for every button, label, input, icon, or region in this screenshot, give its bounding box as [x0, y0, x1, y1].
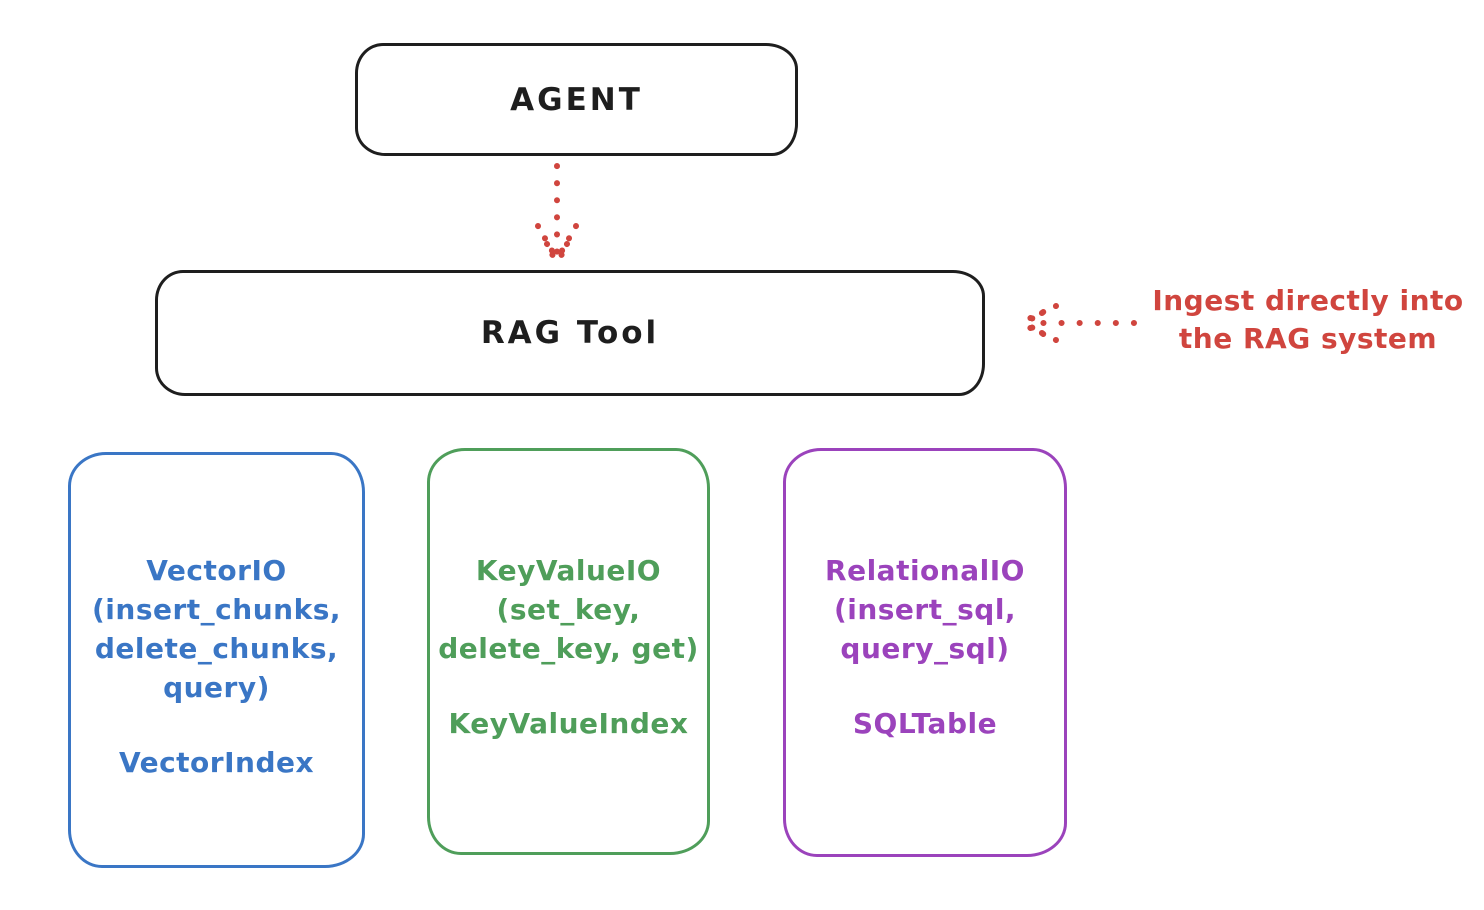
keyvalue-io-line-1: KeyValueIO [475, 554, 662, 587]
annotation-line-2: the RAG system [1178, 322, 1438, 355]
relational-io-line-2: (insert_sql, [833, 593, 1017, 626]
relational-io-node: RelationalIO (insert_sql, query_sql) SQL… [783, 448, 1067, 857]
vector-io-line-2: (insert_chunks, [92, 593, 341, 626]
relational-io-text: RelationalIO (insert_sql, query_sql) SQL… [786, 551, 1064, 743]
vector-io-line-4: query) [163, 671, 270, 704]
keyvalue-io-line-2: (set_key, [496, 593, 641, 626]
ingest-annotation: Ingest directly into the RAG system [1138, 282, 1478, 358]
relational-io-line-3: query_sql) [840, 632, 1010, 665]
dotted-arrow-down-icon [535, 163, 579, 263]
vector-io-text: VectorIO (insert_chunks, delete_chunks, … [71, 551, 362, 782]
relational-io-line-1: RelationalIO [825, 554, 1025, 587]
vector-index-label: VectorIndex [118, 746, 315, 779]
annotation-line-1: Ingest directly into [1152, 284, 1464, 317]
rag-tool-node: RAG Tool [155, 270, 985, 396]
keyvalue-io-text: KeyValueIO (set_key, delete_key, get) Ke… [430, 551, 707, 743]
sqltable-label: SQLTable [852, 707, 998, 740]
keyvalue-io-line-3: delete_key, get) [438, 632, 699, 665]
vector-io-line-1: VectorIO [146, 554, 287, 587]
rag-tool-label: RAG Tool [480, 315, 660, 351]
keyvalue-io-node: KeyValueIO (set_key, delete_key, get) Ke… [427, 448, 710, 855]
vector-io-line-3: delete_chunks, [94, 632, 339, 665]
agent-label: AGENT [510, 81, 643, 118]
agent-node: AGENT [355, 43, 798, 156]
keyvalue-index-label: KeyValueIndex [448, 707, 689, 740]
vector-io-node: VectorIO (insert_chunks, delete_chunks, … [68, 452, 365, 868]
dotted-arrow-left-icon [1019, 303, 1137, 343]
